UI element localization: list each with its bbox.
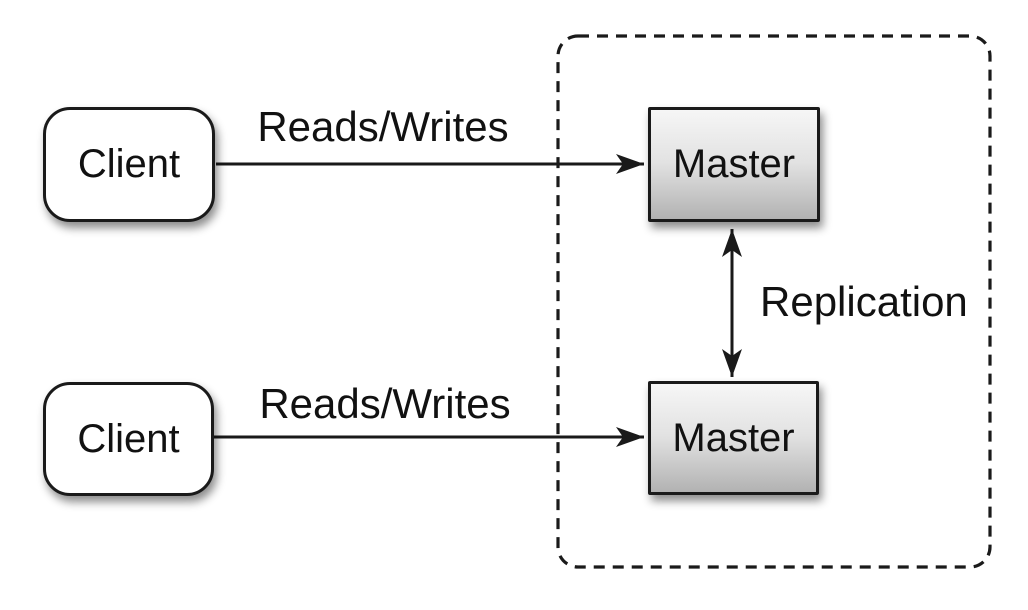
replication-group-boundary [556,34,992,569]
node-client-top-label: Client [77,142,181,186]
edge-label-reads-writes-top: Reads/Writes [257,103,509,150]
node-client-bottom-label: Client [77,416,180,461]
node-master-bottom: Master [648,381,819,495]
node-client-top: Client [43,107,215,222]
edge-label-reads-writes-bottom: Reads/Writes [259,380,511,427]
node-master-top: Master [648,107,820,222]
node-master-bottom-label: Master [672,415,795,460]
node-master-top-label: Master [672,142,796,186]
node-client-bottom: Client [43,382,214,496]
edge-label-replication: Replication [760,278,968,325]
